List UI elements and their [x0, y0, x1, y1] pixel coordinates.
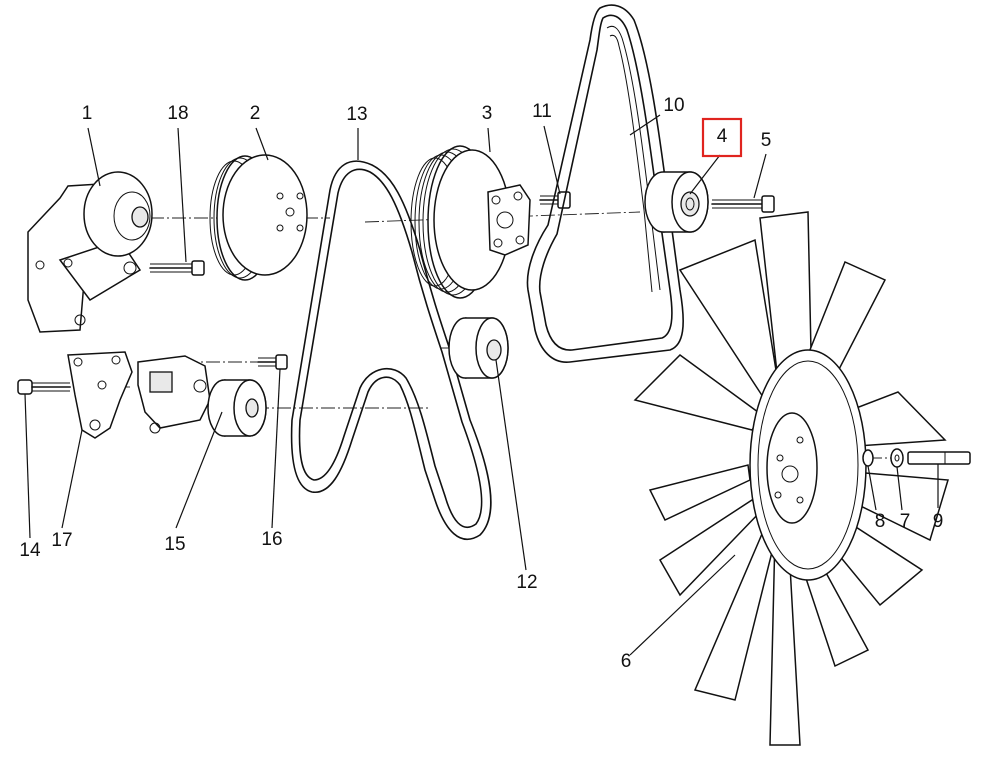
- callout-15: 15: [164, 534, 185, 555]
- callout-11: 11: [532, 101, 552, 122]
- callout-10: 10: [663, 95, 684, 116]
- callout-1: 1: [82, 103, 93, 124]
- part-2-pulley: [209, 154, 308, 281]
- callout-13: 13: [346, 104, 367, 125]
- part-14-bolt: [17, 379, 71, 395]
- callout-14: 14: [19, 540, 41, 561]
- part-17-tensioner-bracket: [67, 351, 133, 439]
- part-6-fan: [633, 211, 949, 746]
- callout-3: 3: [482, 103, 493, 124]
- part-9-stud: [907, 451, 971, 465]
- part-16-bolt: [257, 354, 288, 370]
- callout-9: 9: [933, 511, 944, 532]
- part-5-bolt: [711, 195, 775, 213]
- callout-5: 5: [761, 130, 772, 151]
- callout-labels: 1 2 3 4 5 6 7 8 9 10 11 12 13 14 15 16 1…: [19, 95, 943, 672]
- part-1-alternator-bracket: [27, 171, 153, 333]
- part-12-idler-pulley: [448, 317, 509, 379]
- part-4-idler-pulley: [644, 171, 709, 233]
- part-10-belt: [526, 4, 684, 363]
- part-7-washer: [890, 448, 904, 468]
- callout-2: 2: [250, 103, 261, 124]
- callout-7: 7: [900, 511, 911, 532]
- callout-17: 17: [51, 530, 72, 551]
- callout-6: 6: [621, 651, 632, 672]
- part-18-bolt: [149, 260, 205, 276]
- highlight-box: [701, 117, 743, 158]
- callout-12: 12: [516, 572, 537, 593]
- leader-lines: [24, 114, 939, 656]
- callout-18: 18: [167, 103, 188, 124]
- part-13-belt: [290, 160, 492, 541]
- part-8-washer: [862, 449, 874, 467]
- callout-16: 16: [261, 529, 282, 550]
- callout-4: 4: [717, 126, 728, 147]
- part-15-tensioner: [137, 355, 267, 437]
- part-3-pump-pulley: [410, 145, 531, 299]
- callout-8: 8: [875, 511, 886, 532]
